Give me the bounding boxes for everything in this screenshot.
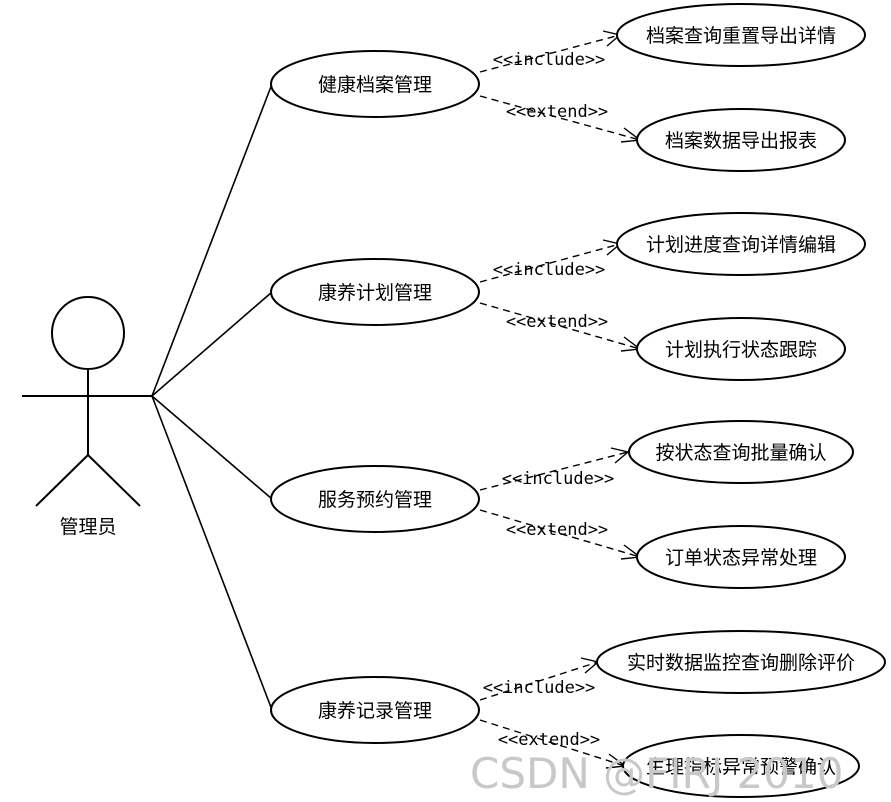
use-case-extend-2-label: 计划执行状态跟踪 xyxy=(665,339,817,361)
extend-stereotype-1: <<extend>> xyxy=(506,102,608,122)
use-case-module-3-label: 服务预约管理 xyxy=(318,489,432,511)
extend-stereotype-2: <<extend>> xyxy=(506,312,608,332)
use-case-module-1 xyxy=(270,50,480,118)
use-case-extend-1 xyxy=(636,108,846,172)
use-case-module-2 xyxy=(270,258,480,326)
use-case-extend-4 xyxy=(622,734,860,798)
include-line-4 xyxy=(479,661,599,701)
include-stereotype-2: <<include>> xyxy=(493,260,606,280)
include-arrowhead-4 xyxy=(580,657,600,674)
use-case-module-4-label: 康养记录管理 xyxy=(318,700,432,722)
extend-line-4 xyxy=(479,719,626,767)
association-line-3 xyxy=(151,395,273,500)
actor-figure xyxy=(22,296,152,507)
actor-head xyxy=(51,296,125,370)
association-line-4 xyxy=(151,395,273,711)
use-case-extend-3-label: 订单状态异常处理 xyxy=(665,547,817,569)
module-service-booking: <<include>> <<extend>> 服务预约管理 按状态查询批量确认 … xyxy=(270,420,854,589)
extend-stereotype-3: <<extend>> xyxy=(506,520,608,540)
use-case-module-2-label: 康养计划管理 xyxy=(318,282,432,304)
use-case-include-1-label: 档案查询重置导出详情 xyxy=(646,25,836,47)
use-case-extend-4-label: 生理指标异常预警确认 xyxy=(646,756,836,778)
use-case-include-1 xyxy=(616,3,866,67)
use-case-include-3 xyxy=(628,420,854,484)
actor-left-leg xyxy=(35,454,89,507)
actor-label: 管理员 xyxy=(59,516,116,538)
use-case-include-4 xyxy=(596,630,886,694)
module-health-records: <<include>> <<extend>> 健康档案管理 档案查询重置导出详情… xyxy=(270,3,866,172)
include-line-2 xyxy=(479,243,621,283)
extend-line-1 xyxy=(479,95,641,141)
use-case-include-3-label: 按状态查询批量确认 xyxy=(655,442,826,464)
include-line-1 xyxy=(479,34,621,73)
use-case-include-2 xyxy=(616,212,866,276)
extend-line-2 xyxy=(479,302,641,350)
watermark: CSDN @FIRJ 2010 xyxy=(470,749,843,798)
include-stereotype-4: <<include>> xyxy=(483,678,596,698)
association-line-1 xyxy=(151,83,273,397)
extend-line-3 xyxy=(479,509,641,558)
use-case-include-4-label: 实时数据监控查询删除评价 xyxy=(627,652,855,674)
include-stereotype-1: <<include>> xyxy=(493,50,606,70)
module-care-records: <<include>> <<extend>> 康养记录管理 实时数据监控查询删除… xyxy=(270,630,886,798)
extend-stereotype-4: <<extend>> xyxy=(498,730,600,750)
use-case-module-1-label: 健康档案管理 xyxy=(318,74,432,96)
use-case-extend-2 xyxy=(636,317,846,381)
use-case-extend-1-label: 档案数据导出报表 xyxy=(665,130,817,152)
use-case-extend-3 xyxy=(636,525,846,589)
use-case-module-4 xyxy=(270,676,480,744)
actor-right-leg xyxy=(87,454,141,507)
use-case-module-3 xyxy=(270,465,480,533)
use-case-include-2-label: 计划进度查询详情编辑 xyxy=(646,234,836,256)
include-line-3 xyxy=(479,451,629,491)
include-stereotype-3: <<include>> xyxy=(502,469,615,489)
module-care-plans: <<include>> <<extend>> 康养计划管理 计划进度查询详情编辑… xyxy=(270,212,866,381)
association-line-2 xyxy=(151,291,273,397)
